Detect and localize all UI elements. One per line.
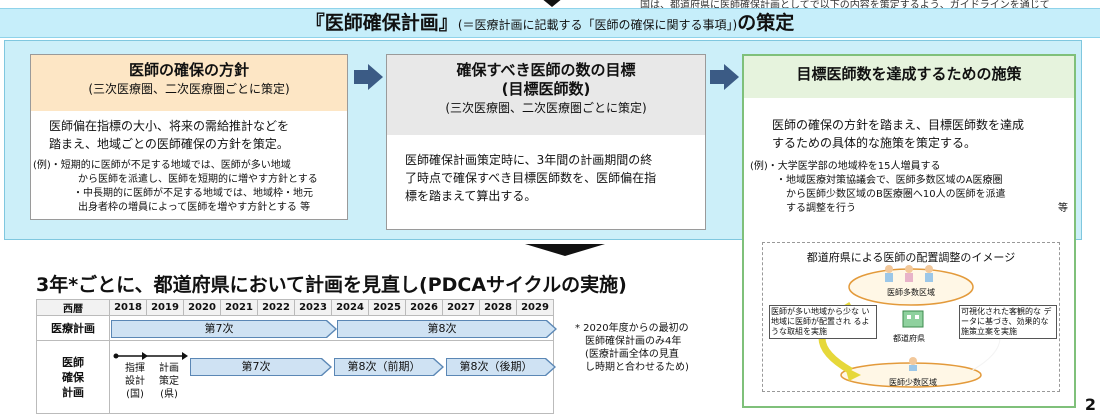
measures-example-line: から医師少数区域のB医療圏へ10人の医師を派遣 <box>786 189 1006 200</box>
policy-subheading: (三次医療圏、二次医療圏ごとに策定) <box>88 82 290 96</box>
target-body: 医師確保計画策定時に、3年間の計画期間の終 了時点で確保すべき目標医師数を、医師… <box>405 151 656 205</box>
row1-label: 医療計画 <box>36 315 110 341</box>
row2-label: 医師確保計画 <box>36 340 110 414</box>
footnote-line: (医療計画全体の見直 <box>585 349 679 360</box>
year-cell: 2020 <box>183 299 221 316</box>
year-label: 西暦 <box>36 299 110 316</box>
year-cell: 2019 <box>146 299 184 316</box>
timeline-header-row: 西暦 2018 2019 2020 2021 2022 2023 2024 20… <box>36 299 554 316</box>
policy-example-line: 出身者枠の増員によって医師を増やす方針とする 等 <box>78 202 311 213</box>
policy-box-header: 医師の確保の方針 (三次医療圏、二次医療圏ごとに策定) <box>31 55 347 111</box>
measures-box-header: 目標医師数を達成するための施策 <box>744 56 1074 98</box>
year-cell: 2025 <box>368 299 406 316</box>
title-main: 『医師確保計画』 <box>305 12 458 34</box>
row2-phase-8-early: 第8次（前期） <box>334 358 434 376</box>
year-cell: 2018 <box>109 299 147 316</box>
policy-example-line: ・中長期的に医師が不足する地域では、地域枠・地元 <box>73 188 313 199</box>
timeline-row-doctor-plan: 医師確保計画 <box>36 340 554 414</box>
policy-body: 医師偏在指標の大小、将来の需給推計などを 踏まえ、地域ごとの医師確保の方針を策定… <box>49 117 289 153</box>
footnote-line: 医師確保計画のみ4年 <box>585 336 682 347</box>
policy-box: 医師の確保の方針 (三次医療圏、二次医療圏ごとに策定) 医師偏在指標の大小、将来… <box>30 54 348 220</box>
row2-phase-7-arrow <box>321 358 332 376</box>
illustration-left-note: 医師が多い地域から少な い地域に医師が配置され るような取組を実施 <box>769 305 877 339</box>
policy-heading: 医師の確保の方針 <box>128 61 249 79</box>
policy-body-line: 踏まえ、地域ごとの医師確保の方針を策定。 <box>49 137 289 151</box>
row1-phase-8: 第8次 <box>337 320 547 338</box>
measures-examples: (例)・大学医学部の地域枠を15人増員する ・地域医療対策協議会で、医師多数区域… <box>750 160 1068 216</box>
pdca-heading: 3年*ごとに、都道府県において計画を見直し(PDCAサイクルの実施) <box>36 274 627 296</box>
row2-phase-8-late-arrow <box>545 358 556 376</box>
year-cell: 2024 <box>331 299 369 316</box>
target-subheading: (三次医療圏、二次医療圏ごとに策定) <box>445 101 647 115</box>
year-cell: 2029 <box>516 299 554 316</box>
illustration-title: 都道府県による医師の配置調整のイメージ <box>806 251 1016 264</box>
top-note: 国は、都道府県に医師確保計画としてで以下の内容を策定するよう、ガイドラインを通じ… <box>640 0 1050 11</box>
down-arrow <box>525 244 605 256</box>
footnote-line: し時期と合わせるため) <box>585 362 689 373</box>
target-body-line: 標を踏まえて算出する。 <box>405 189 537 203</box>
row2-steps-arrow <box>113 352 188 360</box>
target-body-line: 了時点で確保すべき目標医師数を、医師偏在指 <box>405 171 657 185</box>
row2-phase-8-early-arrow <box>433 358 444 376</box>
target-heading: 確保すべき医師の数の目標 <box>456 61 636 79</box>
year-cell: 2023 <box>294 299 332 316</box>
target-box-header: 確保すべき医師の数の目標 (目標医師数) (三次医療圏、二次医療圏ごとに策定) <box>387 55 705 135</box>
right-arrow-1 <box>354 64 383 90</box>
measures-heading: 目標医師数を達成するための施策 <box>796 65 1022 83</box>
row2-step-design: 指揮設計(国) <box>125 363 145 400</box>
target-body-line: 医師確保計画策定時に、3年間の計画期間の終 <box>405 153 653 167</box>
year-cell: 2027 <box>442 299 480 316</box>
illustration-many-label: 医師多数区域 <box>887 288 935 297</box>
title-sub: (＝医療計画に記載する「医師の確保に関する事項」) <box>457 18 738 32</box>
illustration-graphic <box>818 265 1001 388</box>
measures-example-line: 等 <box>1058 203 1068 214</box>
footnote-line: * 2020年度からの最初の <box>575 323 689 334</box>
policy-example-line: から医師を派遣し、医師を短期的に増やす方針とする <box>78 174 318 185</box>
policy-examples: (例)・短期的に医師が不足する地域では、医師が多い地域 から医師を派遣し、医師を… <box>33 159 318 215</box>
policy-example-line: (例)・短期的に医師が不足する地域では、医師が多い地域 <box>33 160 291 171</box>
footnote: * 2020年度からの最初の 医師確保計画のみ4年 (医療計画全体の見直 し時期… <box>575 322 689 374</box>
policy-body-line: 医師偏在指標の大小、将来の需給推計などを <box>49 119 290 133</box>
row2-phase-8-late: 第8次（後期） <box>446 358 546 376</box>
row2-track <box>109 340 554 414</box>
target-box: 確保すべき医師の数の目標 (目標医師数) (三次医療圏、二次医療圏ごとに策定) … <box>386 54 706 230</box>
row2-label-text: 医師確保計画 <box>62 355 84 399</box>
target-heading-2: (目標医師数) <box>501 80 591 98</box>
illustration-few-label: 医師少数区域 <box>889 378 937 387</box>
measures-body: 医師の確保の方針を踏まえ、目標医師数を達成 するための具体的な施策を策定する。 <box>772 116 1024 152</box>
illustration-pref-label: 都道府県 <box>893 334 925 343</box>
measures-body-line: するための具体的な施策を策定する。 <box>772 136 977 150</box>
measures-example-line: (例)・大学医学部の地域枠を15人増員する <box>750 161 941 172</box>
title-end: の策定 <box>737 12 795 34</box>
right-arrow-2 <box>710 64 739 90</box>
year-cell: 2022 <box>257 299 295 316</box>
title-bar: 『医師確保計画』(＝医療計画に記載する「医師の確保に関する事項」)の策定 <box>0 8 1100 38</box>
year-cell: 2021 <box>220 299 258 316</box>
year-cell: 2028 <box>479 299 517 316</box>
row1-phase-7: 第7次 <box>111 320 327 338</box>
page-number: 2 <box>1084 395 1096 414</box>
top-down-arrow <box>541 0 563 7</box>
row2-step-plan: 計画策定(県) <box>159 363 179 400</box>
row2-phase-7: 第7次 <box>190 358 322 376</box>
measures-body-line: 医師の確保の方針を踏まえ、目標医師数を達成 <box>772 118 1025 132</box>
measures-example-line: する調整を行う <box>786 203 856 214</box>
illustration-right-note: 可視化された客観的な データに基づき、効果的な 施策立案を実施 <box>959 305 1057 339</box>
year-cell: 2026 <box>405 299 443 316</box>
allocation-illustration: 都道府県による医師の配置調整のイメージ 医師多数区域 都道府県 医師少数区域 医… <box>762 242 1060 392</box>
row1-phase-8-arrow <box>546 320 557 338</box>
timeline-table: 西暦 2018 2019 2020 2021 2022 2023 2024 20… <box>36 299 554 414</box>
measures-example-line: ・地域医療対策協議会で、医師多数区域のA医療圏 <box>776 175 1003 186</box>
row1-phase-7-arrow <box>326 320 337 338</box>
